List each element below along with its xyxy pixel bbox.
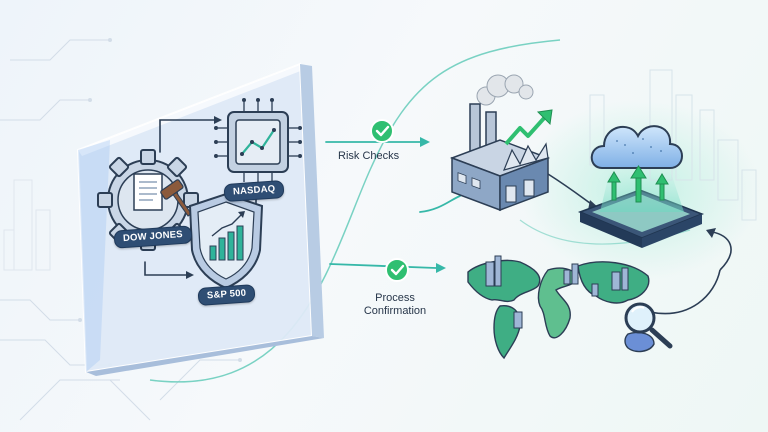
process-confirmation-line1: Process — [375, 292, 415, 304]
risk-checks-label: Risk Checks — [338, 150, 400, 162]
process-confirmation-line2: Confirmation — [363, 305, 427, 317]
process-confirmation-label: Process Confirmation — [352, 292, 438, 317]
